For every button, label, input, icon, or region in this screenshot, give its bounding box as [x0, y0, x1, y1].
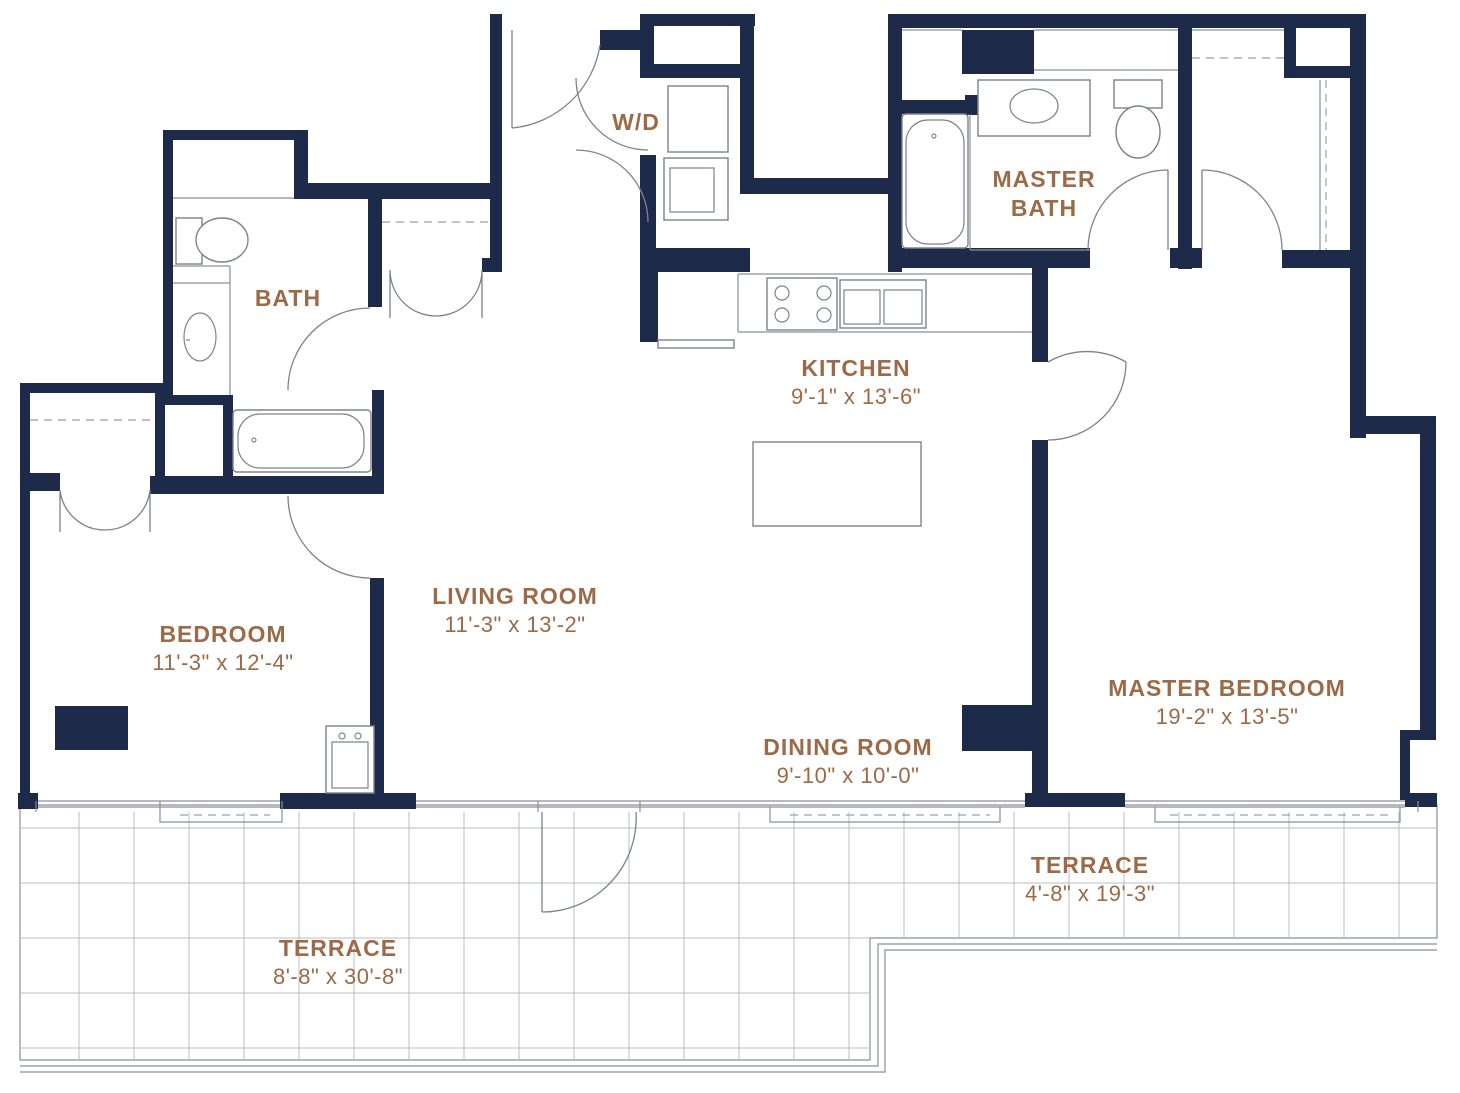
master-bath-room: MASTER BATH [992, 165, 1095, 223]
dining-room-dimensions: 9'-10" x 10'-0" [776, 763, 920, 788]
bedroom-room: BEDROOM 11'-3" x 12'-4" [152, 620, 293, 677]
washer-dryer [663, 85, 729, 221]
dining-room: DINING ROOM 9'-10" x 10'-0" [763, 733, 932, 790]
bedroom-dimensions: 11'-3" x 12'-4" [152, 650, 294, 675]
terrace-large: TERRACE 8'-8" x 30'-8" [273, 934, 403, 991]
closet-master [1192, 29, 1327, 250]
wd-room: W/D [612, 108, 660, 137]
closet-top-bath [902, 29, 1178, 71]
bath-fixtures [173, 197, 372, 473]
bath-room: BATH [255, 284, 321, 313]
hvac-unit [325, 725, 375, 794]
terrace-tile-grid [20, 812, 1437, 1060]
master-bedroom-room: MASTER BEDROOM 19'-2" x 13'-5" [1108, 674, 1346, 731]
bath-label: BATH [254, 285, 322, 311]
walls [18, 14, 1437, 809]
kitchen-label: KITCHEN [801, 355, 911, 381]
kitchen-fixtures [657, 273, 1032, 527]
kitchen-dimensions: 9'-1" x 13'-6" [790, 384, 922, 409]
doors [287, 30, 1283, 913]
master-bath-label-line1: MASTER [992, 166, 1096, 192]
bedroom-label: BEDROOM [159, 621, 287, 647]
master-bath-fixtures [901, 79, 1163, 251]
master-bedroom-label: MASTER BEDROOM [1108, 675, 1346, 701]
master-bath-label-line2: BATH [1010, 195, 1078, 221]
closet-bedroom [30, 419, 155, 532]
kitchen-room: KITCHEN 9'-1" x 13'-6" [791, 354, 921, 411]
windows [35, 800, 1419, 823]
living-room-label: LIVING ROOM [432, 583, 598, 609]
living-room: LIVING ROOM 11'-3" x 13'-2" [432, 582, 598, 639]
terrace-small-label: TERRACE [1030, 852, 1150, 878]
wd-label: W/D [612, 109, 660, 135]
terrace-floor [19, 804, 1438, 1073]
terrace-small: TERRACE 4'-8" x 19'-3" [1025, 851, 1155, 908]
closet-hall [382, 221, 490, 318]
dining-room-label: DINING ROOM [763, 734, 933, 760]
terrace-small-dimensions: 4'-8" x 19'-3" [1024, 881, 1156, 906]
master-bedroom-dimensions: 19'-2" x 13'-5" [1155, 704, 1299, 729]
living-room-dimensions: 11'-3" x 13'-2" [444, 612, 586, 637]
terrace-large-dimensions: 8'-8" x 30'-8" [272, 964, 404, 989]
terrace-large-label: TERRACE [278, 935, 398, 961]
